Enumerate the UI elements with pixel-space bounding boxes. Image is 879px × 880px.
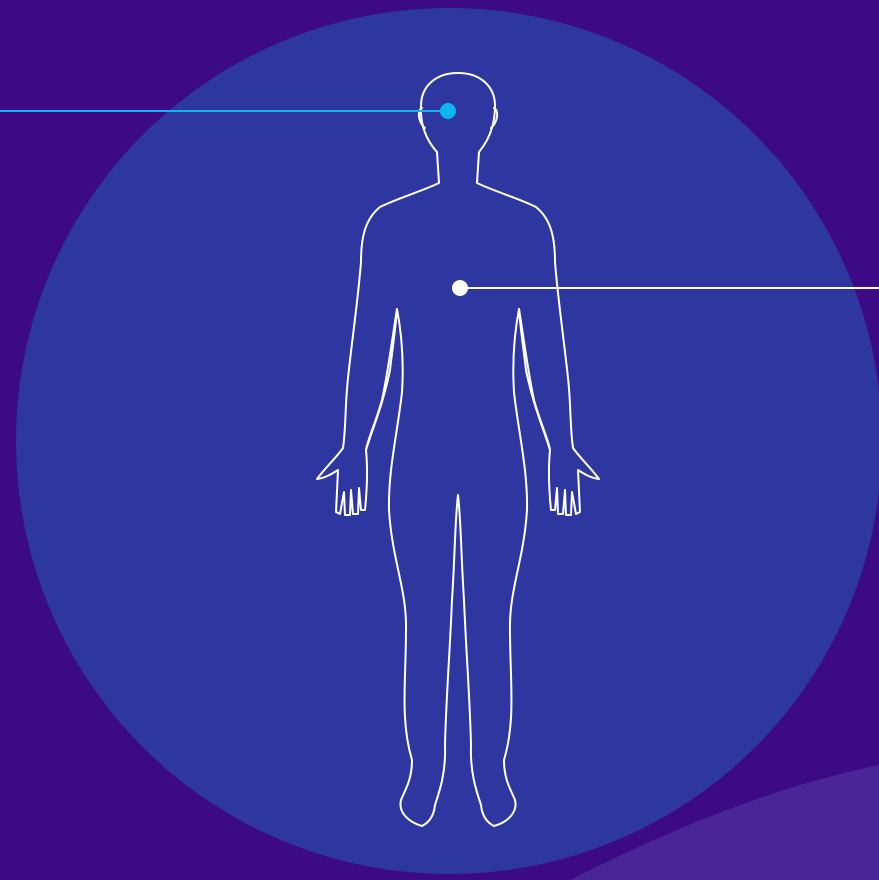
head-marker[interactable] [440,103,456,119]
chest-marker[interactable] [452,280,468,296]
backdrop-circle [16,8,879,874]
